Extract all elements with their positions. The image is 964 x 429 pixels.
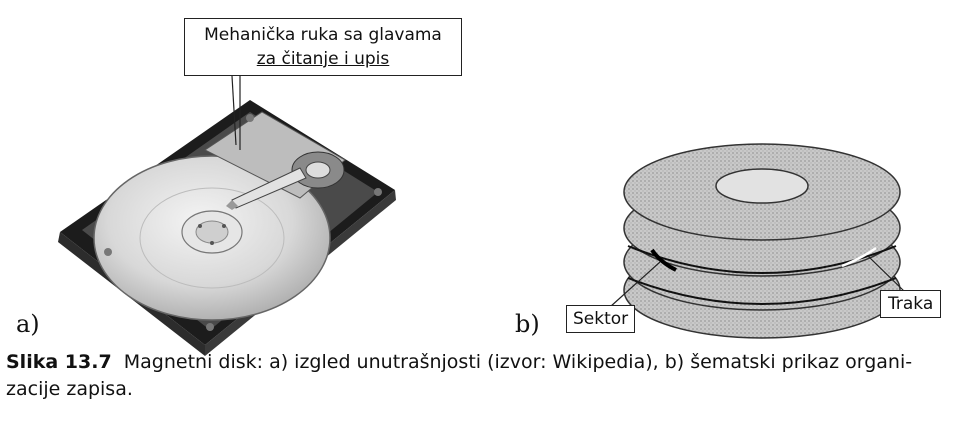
- panel-label-a: a): [16, 310, 40, 338]
- sector-callout: Sektor: [566, 305, 635, 333]
- caption-text-line-2: zacije zapisa.: [6, 376, 956, 403]
- track-callout: Traka: [880, 290, 941, 318]
- panel-label-b: b): [515, 310, 540, 338]
- stacked-platters-diagram: [610, 144, 905, 338]
- callout-line-1: Mehanička ruka sa glavama: [185, 23, 461, 47]
- figure-caption: Slika 13.7 Magnetni disk: a) izgled unut…: [6, 349, 956, 403]
- callout-line-2: za čitanje i upis: [185, 47, 461, 71]
- read-write-head-callout: Mehanička ruka sa glavama za čitanje i u…: [184, 18, 462, 76]
- figure-number: Slika 13.7: [6, 351, 112, 373]
- caption-text-line-1: Magnetni disk: a) izgled unutrašnjosti (…: [124, 351, 912, 373]
- hard-disk-photo: [58, 76, 396, 356]
